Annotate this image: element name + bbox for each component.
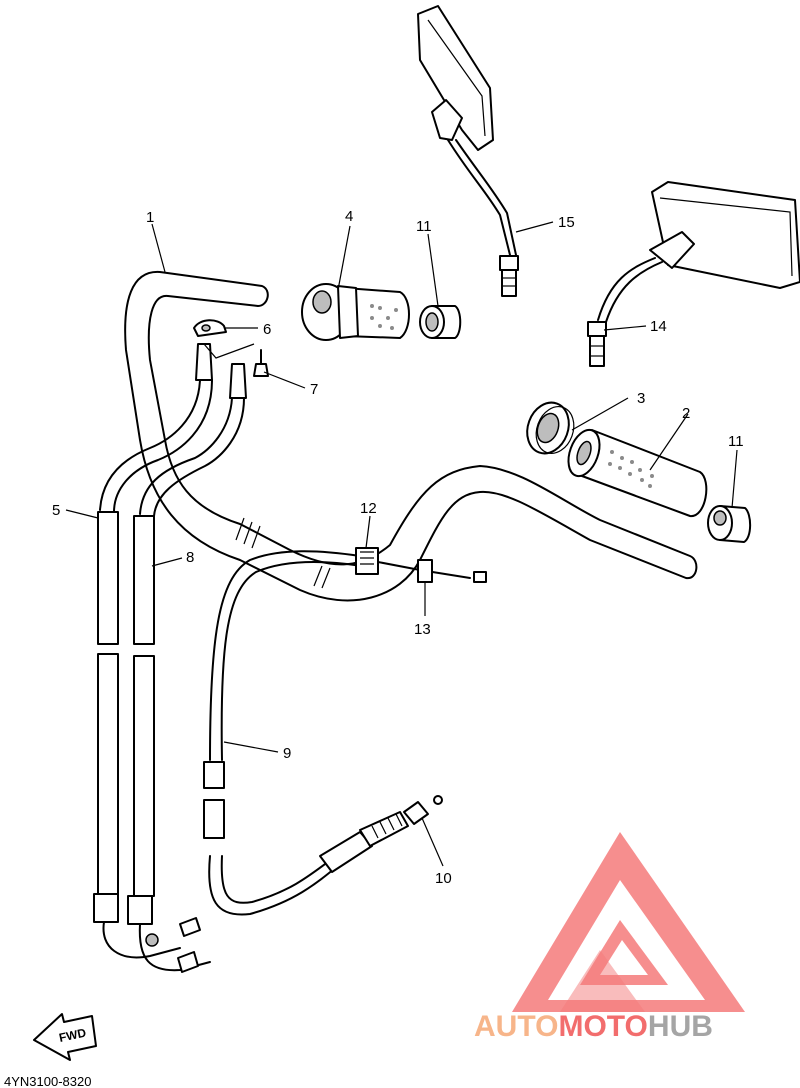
callout-1: 1 (146, 209, 154, 226)
grip-end-cap-top (419, 305, 462, 339)
diagram-code: 4YN3100-8320 (4, 1074, 91, 1088)
mirror-right (587, 181, 800, 367)
callout-12: 12 (360, 500, 377, 517)
watermark-text: AUTOMOTOHUB (474, 1010, 713, 1043)
grip-end-cap-right (707, 505, 752, 543)
mirror-left (417, 5, 519, 297)
callout-7: 7 (310, 381, 318, 398)
callout-3: 3 (637, 390, 645, 407)
watermark-logo (512, 832, 745, 1012)
callout-11-top: 11 (416, 218, 432, 235)
callout-5: 5 (52, 502, 60, 519)
callout-2: 2 (682, 405, 690, 422)
leader-lines (65, 221, 738, 867)
callout-8: 8 (186, 549, 194, 566)
callout-14: 14 (650, 318, 667, 335)
watermark-hub: HUB (648, 1010, 713, 1043)
callout-6: 6 (263, 321, 271, 338)
throttle-grip (301, 283, 410, 341)
callout-10: 10 (435, 870, 452, 887)
throttle-cable (203, 547, 487, 916)
callout-9: 9 (283, 745, 291, 762)
watermark-moto: MOTO (558, 1010, 647, 1043)
left-grip (567, 428, 708, 517)
grip-collar (526, 401, 575, 455)
brake-hoses (93, 343, 247, 973)
callouts: 1 2 3 4 5 6 7 8 9 10 11 11 12 13 14 15 (52, 208, 744, 887)
callout-15: 15 (558, 214, 575, 231)
callout-11-right: 11 (728, 433, 744, 450)
fwd-arrow: FWD (33, 1013, 97, 1061)
clamp (193, 319, 227, 337)
bolt (253, 349, 269, 377)
callout-13: 13 (414, 621, 431, 638)
watermark-auto: AUTO (474, 1010, 558, 1043)
callout-4: 4 (345, 208, 353, 225)
fwd-label: FWD (58, 1025, 88, 1044)
